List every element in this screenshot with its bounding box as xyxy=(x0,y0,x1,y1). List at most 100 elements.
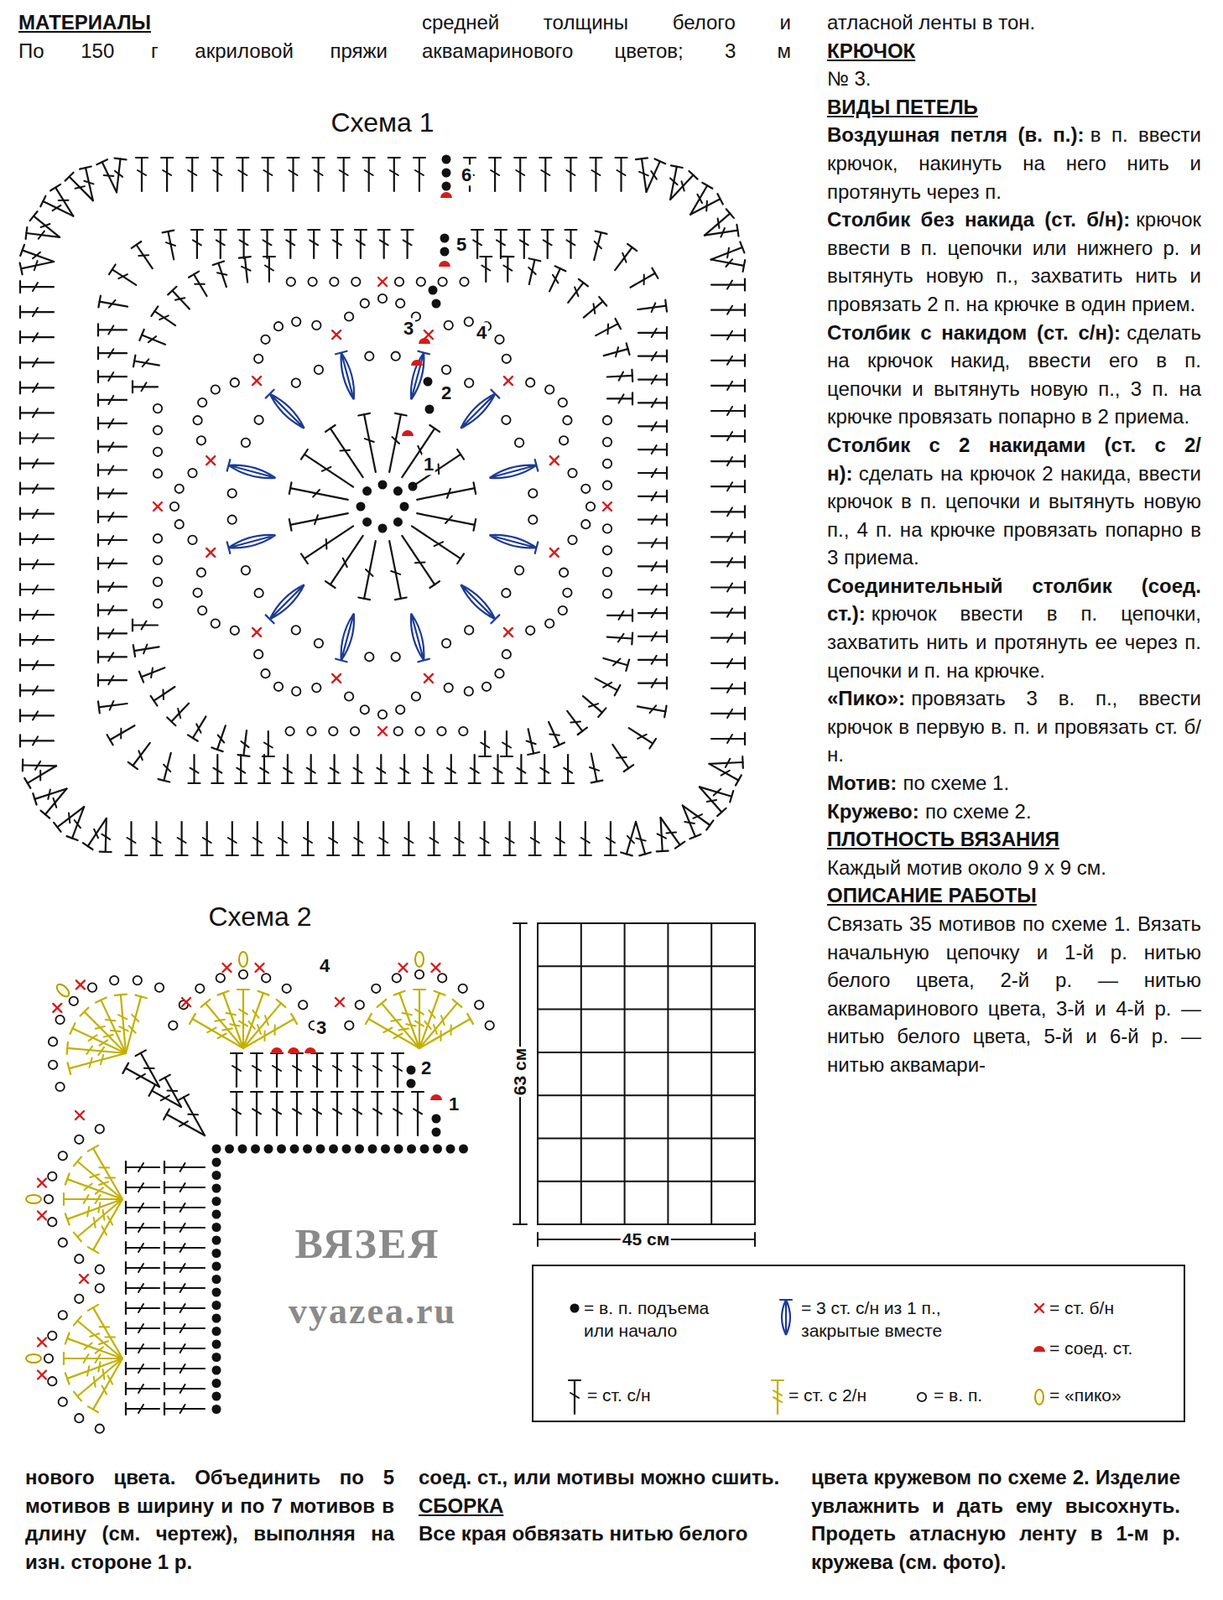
stitch-slash xyxy=(32,282,38,292)
stitch-stem xyxy=(154,686,176,702)
stitch-slash xyxy=(376,768,386,774)
stitch-bar xyxy=(257,991,269,996)
stitch-slash xyxy=(108,559,114,568)
stitch-slash xyxy=(180,1264,186,1273)
sc-mark xyxy=(252,628,261,637)
stitch-stem xyxy=(256,822,259,856)
paragraph: цвета кружевом по схеме 2. Изделие увлаж… xyxy=(811,1463,1181,1577)
chain-stitch xyxy=(192,588,202,598)
chain-stitch xyxy=(603,459,612,469)
stitch-bar xyxy=(736,224,739,237)
chain-stitch xyxy=(502,650,511,659)
stitch-stem xyxy=(20,714,54,717)
stitch-slash xyxy=(727,457,733,466)
turning-chain xyxy=(328,1144,339,1155)
chain-stitch xyxy=(442,639,451,648)
stitch-bar xyxy=(331,1052,344,1055)
stitch-slash xyxy=(651,539,657,548)
stitch-stem xyxy=(20,286,54,288)
stitch-stem xyxy=(476,229,479,259)
turning-chain xyxy=(212,1314,222,1324)
stitch-bar xyxy=(188,782,201,785)
stitch-stem xyxy=(548,722,560,745)
stitch-bar xyxy=(98,701,100,713)
chain-stitch xyxy=(437,973,447,983)
stitch-stem xyxy=(33,216,60,238)
stitch-stem xyxy=(711,334,745,337)
stitch-slash xyxy=(108,652,114,661)
chain-stitch xyxy=(364,352,374,361)
stitch-stem xyxy=(559,822,562,856)
stitch-stem xyxy=(290,513,349,526)
stitch-slash xyxy=(481,265,490,271)
stitch-bar xyxy=(627,244,637,251)
stitch-slash xyxy=(470,768,479,774)
run-in-heading: Столбик без накида (ст. б/н): xyxy=(827,208,1130,231)
stitch-stem xyxy=(291,157,294,192)
stitch-slash xyxy=(541,170,550,176)
stitch-slash xyxy=(447,768,456,774)
stitch-bar xyxy=(666,396,668,409)
chain-stitch xyxy=(211,619,220,628)
stitch-bar xyxy=(65,1174,70,1186)
stitch-slash xyxy=(353,1108,362,1114)
chain-stitch xyxy=(360,299,370,308)
chain-stitch xyxy=(95,1425,105,1434)
stitch-stem xyxy=(22,249,55,262)
stitch-stem xyxy=(181,822,183,856)
stitch-slash xyxy=(83,181,94,185)
stitch-slash xyxy=(213,768,222,774)
stitch-slash xyxy=(138,1264,144,1273)
stitch-bar xyxy=(291,1014,297,1025)
stitch-bar xyxy=(62,1353,65,1365)
stitch-slash xyxy=(666,832,677,835)
stitch-bar xyxy=(744,505,746,518)
stitch-stem xyxy=(77,1161,123,1200)
stitch-slash xyxy=(137,170,146,176)
chain-stitch xyxy=(109,976,119,985)
paragraph: Все края обвязать нитью белого xyxy=(418,1519,788,1549)
sc-mark xyxy=(424,330,433,339)
stitch-stem xyxy=(357,822,360,856)
turning-chain xyxy=(400,502,410,512)
sc-mark xyxy=(252,628,261,637)
stitch-slash xyxy=(105,1336,116,1338)
sc-mark xyxy=(206,548,215,557)
stitch-stem xyxy=(638,635,667,638)
turning-chain xyxy=(425,405,435,415)
grid-line xyxy=(580,923,583,1225)
stitch-bar xyxy=(88,1247,99,1254)
stitch-stem xyxy=(266,157,269,192)
stitch-stem xyxy=(27,765,57,784)
stitch-stem xyxy=(219,229,222,259)
chain-stitch xyxy=(282,984,292,994)
chain-stitch xyxy=(74,1295,84,1304)
stitch-bar xyxy=(388,156,401,159)
stitch-stem xyxy=(98,608,127,611)
stitch-slash xyxy=(138,1203,144,1213)
stitch-stem xyxy=(614,247,632,271)
stitch-slash xyxy=(727,431,733,441)
stitch-bar xyxy=(161,156,173,159)
turning-chain xyxy=(442,182,452,192)
stitch-slash xyxy=(138,1163,144,1172)
sc-mark xyxy=(550,456,559,465)
stitch-stem xyxy=(192,716,207,739)
stitch-bar xyxy=(150,854,163,857)
stitch-slash xyxy=(216,239,225,245)
stitch-bar xyxy=(666,420,668,432)
stitch-stem xyxy=(612,744,629,769)
stitch-bar xyxy=(312,156,325,159)
stitch-slash xyxy=(697,194,703,203)
stitch-slash xyxy=(651,398,657,407)
stitch-bar xyxy=(65,172,74,182)
stitch-stem xyxy=(630,273,656,288)
body-text: средней толщины белого и аквамаринового … xyxy=(421,10,792,63)
stitch-bar xyxy=(131,241,142,249)
stitch-stem xyxy=(164,1267,205,1270)
chain-stitch xyxy=(558,398,568,407)
chain-stitch xyxy=(44,1354,53,1364)
sc-mark xyxy=(504,628,513,637)
chain-stitch xyxy=(603,524,612,533)
stitch-bar xyxy=(124,1403,127,1416)
